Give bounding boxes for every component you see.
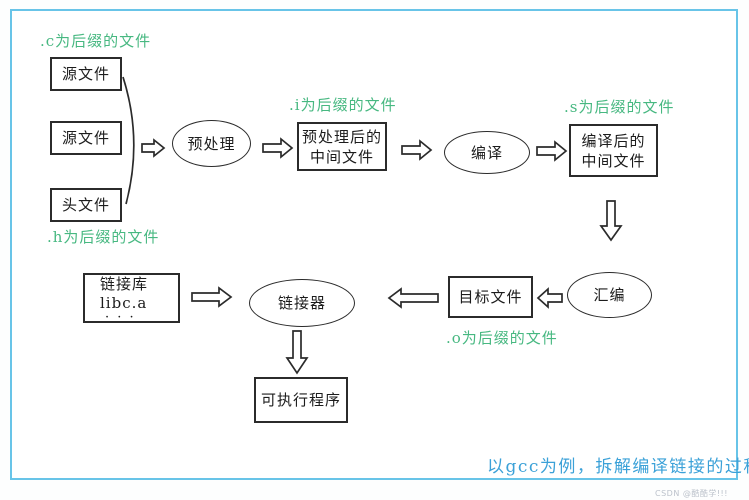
assemble-label: 汇编: [593, 286, 626, 304]
compiled-to-assemble-arrow: [599, 200, 623, 242]
preprocessed-file-box: 预处理后的 中间文件: [297, 122, 387, 171]
compiled-file-line2: 中间文件: [581, 151, 646, 170]
compile-label: 编译: [470, 143, 503, 162]
object-to-linker-arrow: [387, 287, 439, 309]
annotation-s-suffix: .s为后缀的文件: [564, 98, 675, 116]
annotation-c-suffix: .c为后缀的文件: [40, 32, 152, 50]
source-file-1-label: 源文件: [61, 65, 110, 83]
files-to-preprocess-arrow: [141, 138, 166, 158]
object-file-label: 目标文件: [458, 288, 523, 306]
intermediate-to-compile-arrow: [401, 139, 433, 161]
link-library-line1: 链接库: [100, 274, 149, 293]
linker-ellipse: 链接器: [249, 279, 355, 327]
lib-to-linker-arrow: [191, 286, 233, 308]
linker-to-executable-arrow: [285, 330, 309, 375]
link-library-ellipsis: · · ·: [105, 309, 136, 325]
preprocess-label: 预处理: [187, 134, 236, 153]
preprocess-ellipse: 预处理: [172, 120, 251, 167]
csdn-watermark: CSDN @酷酷学!!!: [655, 489, 728, 498]
source-file-2-label: 源文件: [61, 129, 110, 147]
source-file-2-box: 源文件: [50, 121, 122, 155]
annotation-o-suffix: .o为后缀的文件: [446, 329, 558, 347]
header-file-box: 头文件: [50, 188, 122, 222]
preprocessed-file-line2: 中间文件: [309, 147, 374, 166]
linker-label: 链接器: [277, 294, 326, 312]
executable-box: 可执行程序: [254, 377, 348, 423]
assemble-to-object-arrow: [536, 287, 563, 309]
compiled-file-line1: 编译后的: [581, 131, 646, 150]
files-group-brace: [122, 76, 135, 205]
object-file-box: 目标文件: [448, 276, 533, 318]
executable-label: 可执行程序: [260, 391, 341, 409]
preprocess-to-intermediate-arrow: [262, 137, 294, 159]
compiled-file-box: 编译后的 中间文件: [569, 124, 658, 177]
header-file-label: 头文件: [61, 196, 110, 214]
compile-to-compiled-arrow: [536, 140, 568, 162]
annotation-i-suffix: .i为后缀的文件: [289, 96, 397, 114]
source-file-1-box: 源文件: [50, 57, 122, 91]
link-library-box: 链接库 libc.a · · ·: [83, 273, 180, 325]
assemble-ellipse: 汇编: [567, 272, 652, 318]
annotation-h-suffix: .h为后缀的文件: [47, 228, 160, 246]
diagram-caption: 以gcc为例，拆解编译链接的过程: [487, 457, 749, 477]
compile-ellipse: 编译: [444, 131, 530, 174]
preprocessed-file-line1: 预处理后的: [301, 127, 382, 146]
link-library-line2: libc.a: [100, 293, 148, 312]
